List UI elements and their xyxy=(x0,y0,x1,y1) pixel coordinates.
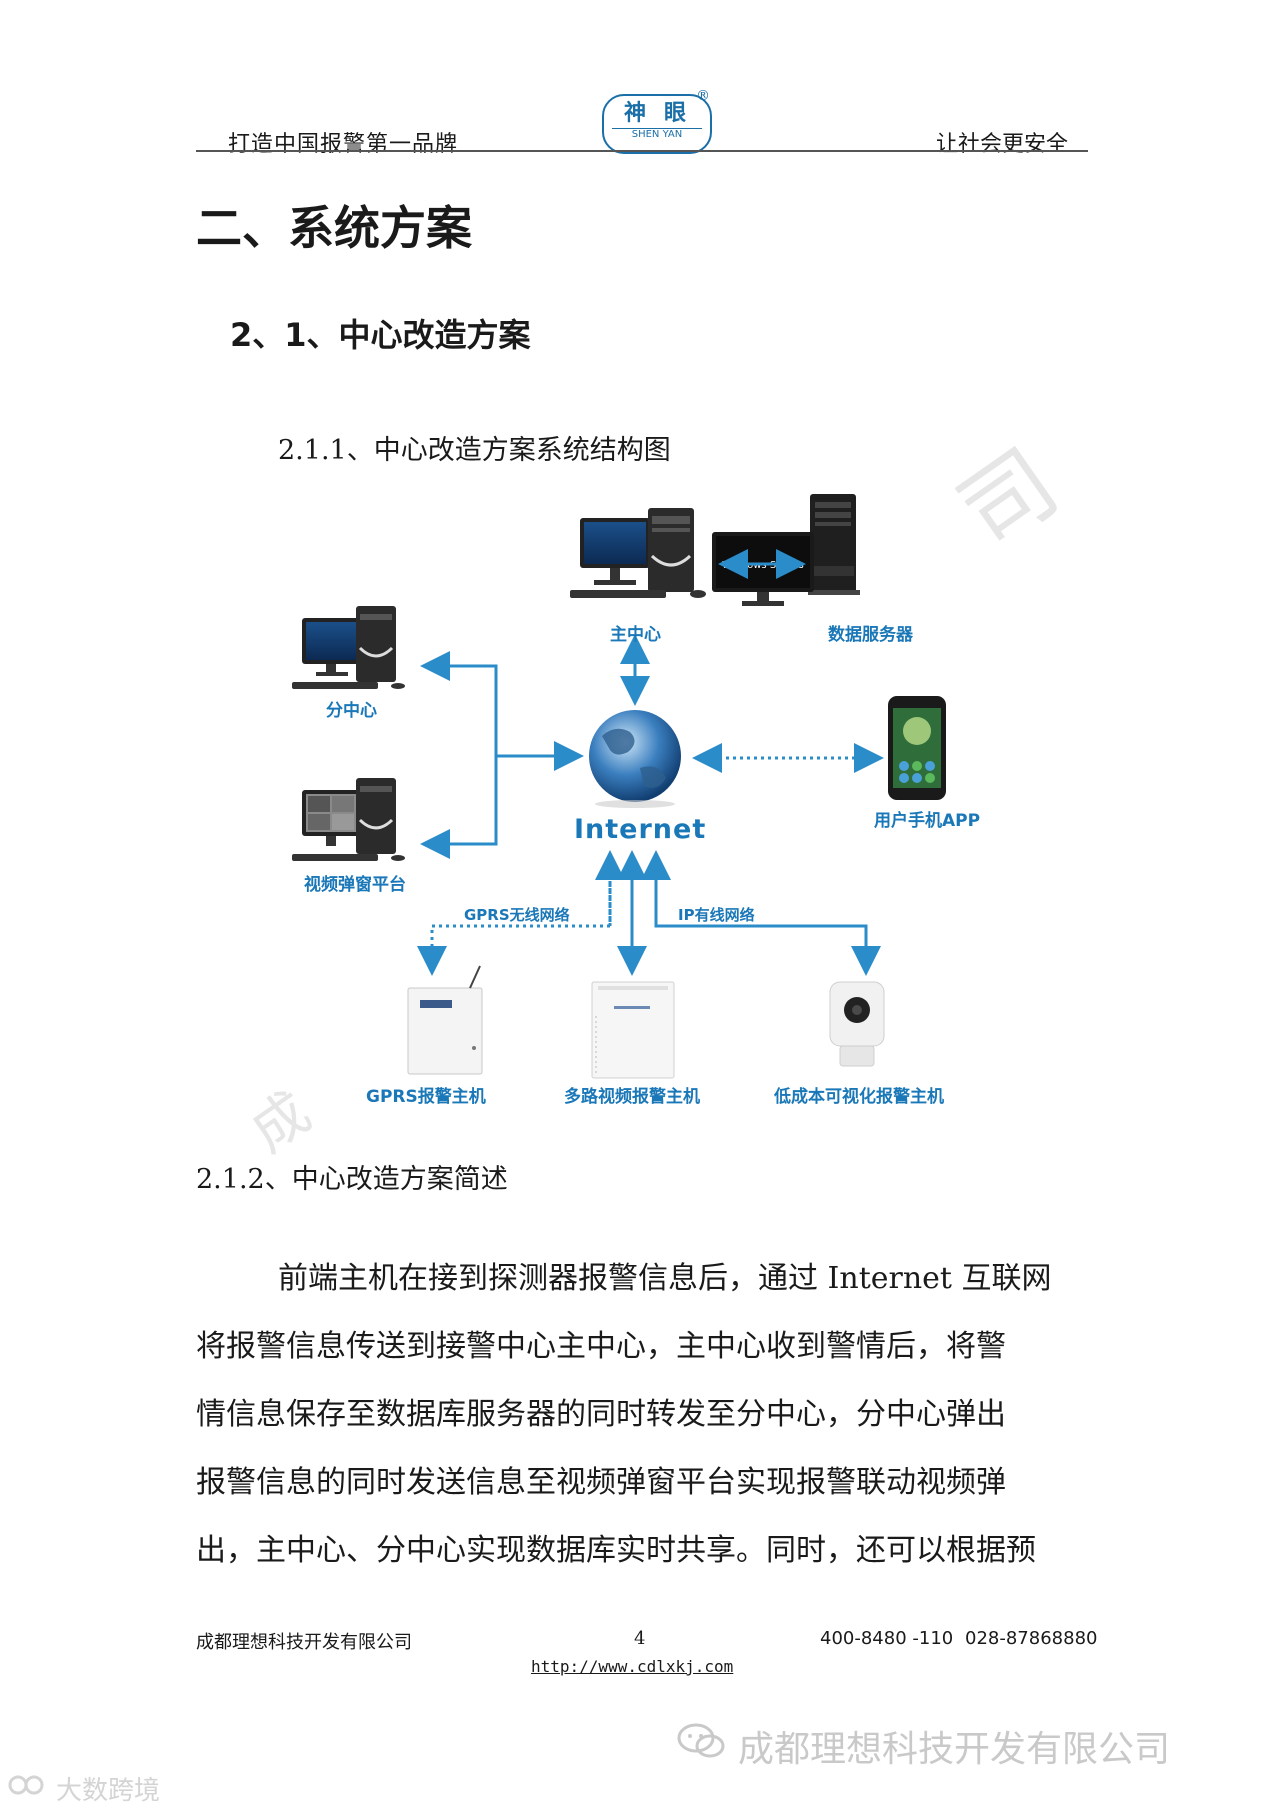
label-video-popup: 视频弹窗平台 xyxy=(304,870,406,895)
main-center-pc-icon xyxy=(570,508,706,598)
camera-device-icon xyxy=(830,982,884,1066)
summary-caption: 2.1.2、中心改造方案简述 xyxy=(196,1157,508,1196)
system-architecture-diagram: Windows Severs xyxy=(280,486,1040,1126)
logo-en-text: SHEN YAN xyxy=(612,128,702,141)
label-ip-network: IP有线网络 xyxy=(678,904,755,925)
paragraph-line: 情信息保存至数据库服务器的同时转发至分中心，分中心弹出 xyxy=(196,1381,1086,1449)
header-divider xyxy=(196,150,1088,152)
footer-website-link[interactable]: http://www.cdlxkj.com xyxy=(531,1657,733,1676)
wechat-account-watermark: 成都理想科技开发有限公司 xyxy=(738,1720,1170,1772)
label-internet: Internet xyxy=(574,814,706,845)
label-sub-center: 分中心 xyxy=(326,696,377,721)
internet-globe-icon xyxy=(589,710,681,808)
header-slogan-right: 让社会更安全 xyxy=(936,126,1068,158)
video-popup-pc-icon xyxy=(292,778,405,861)
label-multi-video-host: 多路视频报警主机 xyxy=(564,1082,700,1107)
data-server-icon: Windows Severs xyxy=(712,494,860,606)
paragraph-line: 将报警信息传送到接警中心主中心，主中心收到警情后，将警 xyxy=(196,1313,1086,1381)
label-gprs-network: GPRS无线网络 xyxy=(464,904,570,925)
label-user-app: 用户手机APP xyxy=(874,806,980,831)
footer-page-number: 4 xyxy=(634,1628,645,1649)
mobile-phone-icon xyxy=(888,696,946,800)
label-lowcost-host: 低成本可视化报警主机 xyxy=(774,1082,944,1107)
paragraph-line: 前端主机在接到探测器报警信息后，通过 Internet 互联网 xyxy=(196,1245,1086,1313)
logo-cn-text: 神眼 xyxy=(604,98,710,128)
body-paragraph: 前端主机在接到探测器报警信息后，通过 Internet 互联网 将报警信息传送到… xyxy=(196,1245,1086,1585)
subsection-title: 2、1、中心改造方案 xyxy=(230,310,531,356)
corner-brand-watermark: 大数跨境 xyxy=(56,1770,160,1807)
arrow-bracket-left xyxy=(430,666,496,844)
brand-corner-icon xyxy=(8,1772,52,1798)
logo-registered-mark: ® xyxy=(696,88,710,104)
header-slogan-left: 打造中国报警第一品牌 xyxy=(228,126,458,158)
paragraph-line: 出，主中心、分中心实现数据库实时共享。同时，还可以根据预 xyxy=(196,1517,1086,1585)
multi-video-host-device-icon xyxy=(592,982,674,1078)
footer-phone-local: 028-87868880 xyxy=(965,1628,1097,1649)
label-gprs-host: GPRS报警主机 xyxy=(366,1082,486,1107)
label-data-server: 数据服务器 xyxy=(828,620,913,645)
paragraph-line: 报警信息的同时发送信息至视频弹窗平台实现报警联动视频弹 xyxy=(196,1449,1086,1517)
footer-company: 成都理想科技开发有限公司 xyxy=(196,1628,412,1654)
section-title: 二、系统方案 xyxy=(196,192,472,258)
footer-phone-hotline: 400-8480 -110 xyxy=(820,1628,953,1649)
label-main-center: 主中心 xyxy=(610,620,661,645)
gprs-host-device-icon xyxy=(408,966,482,1074)
diagram-caption: 2.1.1、中心改造方案系统结构图 xyxy=(278,428,671,467)
sub-center-pc-icon xyxy=(292,606,405,689)
wechat-icon xyxy=(676,1722,726,1760)
